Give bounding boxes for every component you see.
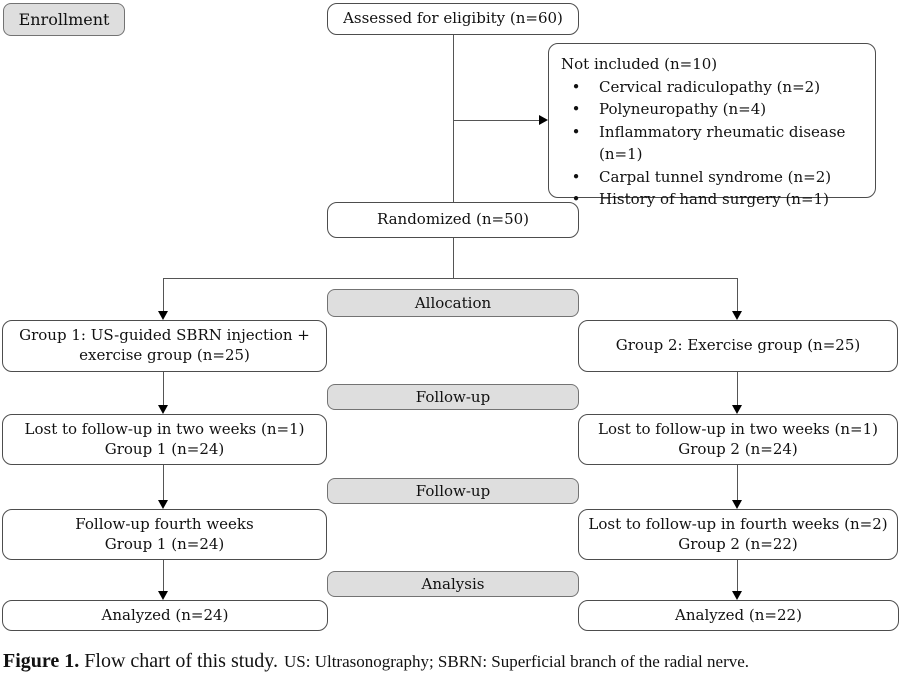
connector-randomized-down — [453, 238, 454, 278]
group1-box: Group 1: US-guided SBRN injection + exer… — [2, 320, 327, 372]
connector-group2-to-lost — [737, 372, 738, 406]
arrowhead-right-icon — [539, 115, 548, 125]
not-included-item: • Polyneuropathy (n=4) — [561, 98, 867, 121]
caption-abbreviations: US: Ultrasonography; SBRN: Superficial b… — [284, 652, 750, 671]
connector-to-not-included — [453, 120, 539, 121]
group2-box: Group 2: Exercise group (n=25) — [578, 320, 898, 372]
analyzed-group2-box: Analyzed (n=22) — [578, 600, 899, 631]
connector-lost1-to-fourth — [163, 465, 164, 501]
connector-group1-to-lost — [163, 372, 164, 406]
connector-split-horizontal — [163, 278, 738, 279]
assessed-box: Assessed for eligibity (n=60) — [327, 3, 579, 35]
enrollment-stage-label: Enrollment — [3, 3, 125, 36]
allocation-stage-label: Allocation — [327, 289, 579, 317]
not-included-item: • Carpal tunnel syndrome (n=2) — [561, 166, 867, 189]
followup-stage-label-2: Follow-up — [327, 478, 579, 504]
arrowhead-down-icon — [732, 500, 742, 509]
randomized-box: Randomized (n=50) — [327, 202, 579, 238]
not-included-item: • Cervical radiculopathy (n=2) — [561, 76, 867, 99]
not-included-item: • Inflammatory rheumatic disease (n=1) — [561, 121, 867, 166]
lost-followup-two-weeks-group2-box: Lost to follow-up in two weeks (n=1) Gro… — [578, 414, 898, 465]
arrowhead-down-icon — [158, 591, 168, 600]
arrowhead-down-icon — [158, 311, 168, 320]
arrowhead-down-icon — [732, 311, 742, 320]
not-included-item: • History of hand surgery (n=1) — [561, 188, 867, 211]
followup-stage-label-1: Follow-up — [327, 384, 579, 410]
analyzed-group1-box: Analyzed (n=24) — [2, 600, 328, 631]
followup-fourth-weeks-group1-box: Follow-up fourth weeks Group 1 (n=24) — [2, 509, 327, 560]
arrowhead-down-icon — [732, 591, 742, 600]
connector-lost2-to-fourth — [737, 465, 738, 501]
bullet-icon: • — [571, 122, 581, 141]
connector-to-group1 — [163, 278, 164, 312]
connector-to-group2 — [737, 278, 738, 312]
analysis-stage-label: Analysis — [327, 571, 579, 597]
not-included-title: Not included (n=10) — [561, 55, 718, 73]
connector-fourth2-to-analyzed — [737, 560, 738, 592]
lost-followup-two-weeks-group1-box: Lost to follow-up in two weeks (n=1) Gro… — [2, 414, 327, 465]
arrowhead-down-icon — [732, 405, 742, 414]
bullet-icon: • — [571, 100, 581, 118]
lost-followup-fourth-weeks-group2-box: Lost to follow-up in fourth weeks (n=2) … — [578, 509, 898, 560]
connector-assessed-to-randomized — [453, 35, 454, 202]
not-included-box: Not included (n=10) • Cervical radiculop… — [548, 43, 876, 208]
caption-text: Flow chart of this study. — [84, 650, 278, 672]
connector-fourth1-to-analyzed — [163, 560, 164, 592]
bullet-icon: • — [571, 190, 581, 208]
figure-caption: Figure 1.Flow chart of this study. US: Ul… — [3, 650, 897, 673]
arrowhead-down-icon — [158, 500, 168, 509]
arrowhead-down-icon — [158, 405, 168, 414]
figure-label: Figure 1. — [3, 650, 80, 672]
bullet-icon: • — [571, 167, 581, 186]
bullet-icon: • — [571, 77, 581, 96]
